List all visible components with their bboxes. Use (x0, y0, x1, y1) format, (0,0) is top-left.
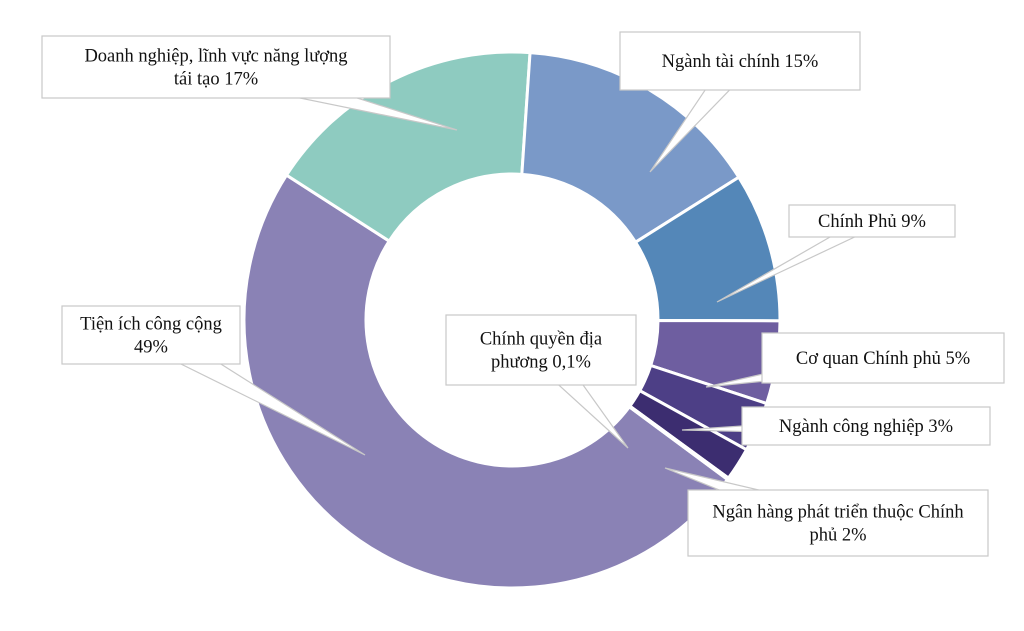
callout-fill (63, 307, 239, 363)
slice-label: Tiện ích công cộng 49% (61, 305, 366, 456)
slice-label: Cơ quan Chính phủ 5% (705, 332, 1005, 388)
slice-label-text: Cơ quan Chính phủ 5% (796, 349, 970, 369)
slice-label-text: Chính Phủ 9% (818, 212, 926, 232)
slice-label-text: Doanh nghiệp, lĩnh vực năng lượng (84, 47, 347, 67)
slice-label: Chính Phủ 9% (716, 204, 956, 303)
slice-label: Chính quyền địa phương 0,1% (445, 314, 637, 449)
slice-label: Ngân hàng phát triển thuộc Chính phủ 2% (664, 467, 989, 557)
callout-fill (763, 334, 1003, 382)
donut-slice (627, 404, 731, 482)
callout-fill (447, 316, 635, 384)
donut-slice (284, 50, 532, 244)
slice-label-text: Chính quyền địa (480, 330, 602, 350)
callout-fill (621, 33, 859, 89)
callout-fill (689, 491, 987, 555)
slice-label: Ngành tài chính 15% (619, 31, 861, 173)
callout-fill (743, 408, 989, 444)
slice-label-text: Ngành công nghiệp 3% (779, 417, 953, 437)
slice-label: Ngành công nghiệp 3% (681, 406, 991, 446)
donut-slice (520, 51, 741, 245)
slice-label: Doanh nghiệp, lĩnh vực năng lượng tái tạo… (41, 35, 458, 131)
slice-label-text: phủ 2% (809, 526, 866, 546)
slice-label-text: 49% (134, 338, 168, 358)
slice-label-text: Ngành tài chính 15% (662, 52, 819, 72)
callout-fill (790, 206, 954, 236)
donut-callouts: Tiện ích công cộng 49% Doanh nghiệp, lĩnh … (41, 31, 1005, 557)
donut-slice (242, 173, 730, 590)
donut-slices (242, 50, 782, 590)
slice-label-text: tái tạo 17% (174, 70, 258, 90)
slice-label-text: Ngân hàng phát triển thuộc Chính (712, 503, 963, 523)
callout-fill (43, 37, 389, 97)
slice-label-text: Tiện ích công cộng (80, 315, 222, 335)
slice-label-text: phương 0,1% (491, 353, 591, 373)
